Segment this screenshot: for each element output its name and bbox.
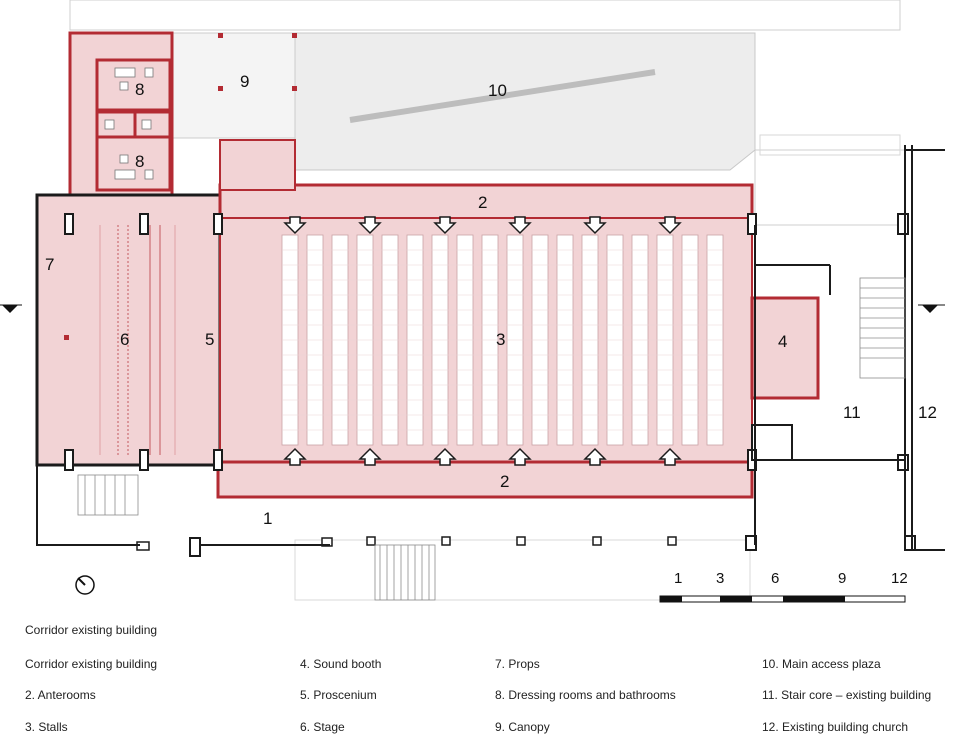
legend-item: 10. Main access plaza — [762, 657, 881, 671]
legend-item: 11. Stair core – existing building — [762, 688, 932, 702]
anteroom-left-block — [219, 139, 296, 191]
section-markers — [0, 304, 945, 313]
plaza-ramp — [349, 69, 656, 123]
anteroom-bottom — [216, 460, 754, 499]
room-label-12: 12 — [918, 403, 937, 422]
room-label-6: 6 — [120, 330, 129, 349]
legend-item: 7. Props — [495, 657, 540, 671]
dressing-room-details — [95, 58, 172, 192]
stage-lines — [99, 225, 176, 455]
room-label-11: 11 — [843, 403, 861, 422]
anteroom-top — [218, 183, 754, 222]
room-label-4: 4 — [778, 332, 787, 351]
posts — [136, 536, 677, 551]
legend-item: 6. Stage — [300, 720, 345, 734]
scale-label-12: 12 — [891, 570, 908, 587]
legend-item: Corridor existing building — [25, 657, 158, 671]
room-label-10: 10 — [488, 81, 507, 100]
room-label-7: 7 — [45, 255, 54, 274]
scale-label-9: 9 — [838, 570, 846, 587]
scale-label-1: 1 — [674, 570, 682, 587]
room-label-5: 5 — [205, 330, 214, 349]
canopy-columns — [64, 33, 297, 340]
room-label-8-bottom: 8 — [135, 152, 144, 171]
room-label-1: 1 — [263, 509, 272, 528]
north-arrow-icon — [75, 575, 95, 595]
sound-booth-area — [750, 296, 820, 400]
legend-item: 12. Existing building church — [762, 720, 909, 734]
legend-item: 4. Sound booth — [300, 657, 382, 671]
floor-plan: 1 2 2 3 4 5 6 7 8 8 9 10 11 12 1 3 6 9 1… — [0, 0, 945, 603]
stairs — [77, 277, 906, 601]
legend-title: Corridor existing building — [25, 623, 158, 637]
room-labels: 1 2 2 3 4 5 6 7 8 8 9 10 11 12 — [45, 72, 937, 528]
plaza-area — [294, 32, 756, 171]
legend-item: 3. Stalls — [25, 720, 68, 734]
corridor-walls — [36, 145, 945, 551]
room-label-2-top: 2 — [478, 193, 487, 212]
legend-item: 5. Proscenium — [300, 688, 377, 702]
room-label-3: 3 — [496, 330, 505, 349]
legend-item: 8. Dressing rooms and bathrooms — [495, 688, 676, 702]
scale-bar: 1 3 6 9 12 — [659, 570, 908, 603]
entry-arrows — [283, 216, 682, 466]
canopy-area — [171, 32, 296, 139]
legend-item: 2. Anterooms — [25, 688, 96, 702]
room-label-2-bottom: 2 — [500, 472, 509, 491]
legend-item: 9. Canopy — [495, 720, 550, 734]
room-label-8-top: 8 — [135, 80, 144, 99]
room-label-9: 9 — [240, 72, 249, 91]
scale-label-3: 3 — [716, 570, 724, 587]
seat-rows — [282, 249, 723, 431]
scale-label-6: 6 — [771, 570, 779, 587]
fixtures — [104, 67, 154, 180]
